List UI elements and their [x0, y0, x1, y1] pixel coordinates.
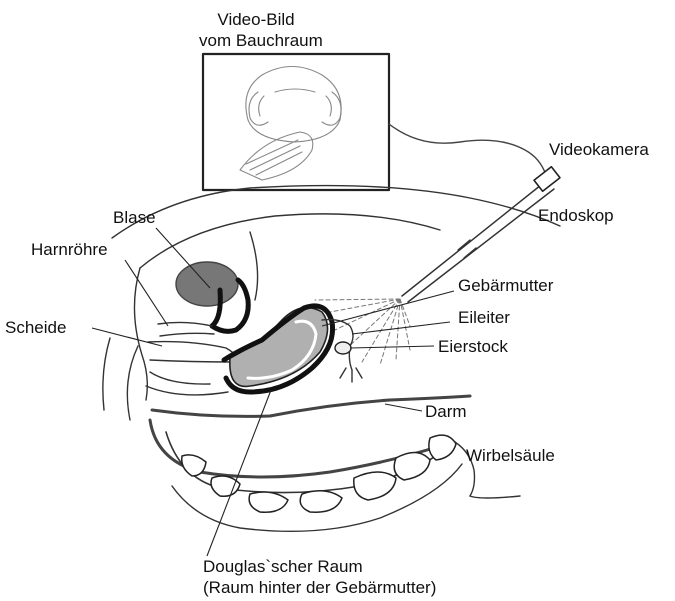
label-douglas-line2: (Raum hinter der Gebärmutter) — [203, 577, 436, 598]
label-endoscope: Endoskop — [538, 205, 614, 226]
label-vagina: Scheide — [5, 317, 66, 338]
label-video-image-line2: vom Bauchraum — [199, 30, 313, 51]
video-cable — [389, 124, 546, 175]
leader-vagina — [92, 328, 162, 346]
label-video-image: Video-Bild vom Bauchraum — [199, 9, 313, 51]
abdominal-outline — [112, 186, 560, 238]
label-spine: Wirbelsäule — [466, 445, 555, 466]
label-video-image-line1: Video-Bild — [199, 9, 313, 30]
intestine-outline — [152, 396, 470, 416]
label-fallopian-tube: Eileiter — [458, 307, 510, 328]
label-video-camera: Videokamera — [549, 139, 649, 160]
label-douglas-line1: Douglas`scher Raum — [203, 556, 436, 577]
label-ovary: Eierstock — [438, 336, 508, 357]
leader-urethra — [125, 260, 168, 326]
endoscope-light-rays — [315, 299, 410, 365]
ovary-shape — [335, 342, 351, 354]
label-uterus: Gebärmutter — [458, 275, 553, 296]
leader-ovary — [350, 346, 434, 348]
video-monitor-image — [240, 67, 341, 181]
leader-fallopian-tube — [352, 322, 450, 334]
label-bladder: Blase — [113, 207, 156, 228]
label-douglas-space: Douglas`scher Raum (Raum hinter der Gebä… — [203, 556, 436, 598]
leader-uterus — [322, 291, 454, 326]
pelvic-cavity-outline — [134, 268, 147, 400]
label-intestine: Darm — [425, 401, 467, 422]
label-urethra: Harnröhre — [31, 239, 108, 260]
leader-intestine — [385, 404, 422, 411]
video-monitor-frame — [203, 54, 389, 190]
